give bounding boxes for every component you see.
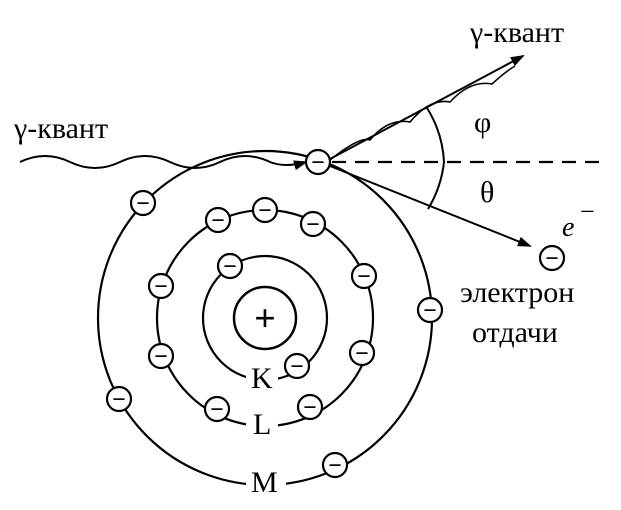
electron-m-sign: − xyxy=(112,387,126,413)
electron-m xyxy=(129,189,157,217)
electron-l xyxy=(350,262,378,290)
incoming-photon-wave xyxy=(19,155,308,171)
theta-label: θ xyxy=(480,176,494,209)
electron-recoil-sign: − xyxy=(545,246,559,272)
electron-l-sign: − xyxy=(306,212,320,238)
electron-l-sign: − xyxy=(210,397,224,423)
electron-l xyxy=(348,339,376,367)
electron-m-sign: − xyxy=(328,453,342,479)
electron-l-sign: − xyxy=(154,344,168,370)
electron-l-sign: − xyxy=(154,274,168,300)
scattered-photon-label: γ-квант xyxy=(469,16,564,49)
shell-l-label: L xyxy=(253,408,271,441)
shell-m-label: M xyxy=(251,466,278,499)
electron-recoil xyxy=(538,244,566,272)
electron-group: − − − − − − − − − − − − − − − − − xyxy=(105,148,566,479)
recoil-label-line2: отдачи xyxy=(472,316,558,349)
electron-l xyxy=(296,393,324,421)
theta-angle-arc xyxy=(427,161,445,210)
shell-k-label: K xyxy=(251,362,273,395)
electron-m xyxy=(416,296,444,324)
recoil-label-line1: электрон xyxy=(460,276,574,309)
electron-k xyxy=(216,252,244,280)
electron-m xyxy=(321,451,349,479)
electron-l-sign: − xyxy=(357,264,371,290)
electron-k-sign: − xyxy=(290,354,304,380)
electron-l-sign: − xyxy=(355,341,369,367)
electron-incident-sign: − xyxy=(311,150,325,176)
scattered-photon-wave xyxy=(329,65,516,161)
electron-l-sign: − xyxy=(211,208,225,234)
electron-m xyxy=(105,385,133,413)
electron-l-sign: − xyxy=(258,198,272,224)
electron-l xyxy=(147,342,175,370)
recoil-electron-charge: − xyxy=(580,197,595,226)
recoil-electron-symbol: e xyxy=(562,212,574,243)
electron-incident xyxy=(304,148,332,176)
phi-label: φ xyxy=(474,106,491,139)
electron-k xyxy=(283,352,311,380)
electron-m-sign: − xyxy=(423,298,437,324)
electron-l-sign: − xyxy=(303,395,317,421)
electron-l xyxy=(204,206,232,234)
electron-l xyxy=(299,210,327,238)
electron-l xyxy=(147,272,175,300)
electron-m-sign: − xyxy=(136,191,150,217)
incoming-photon-label: γ-квант xyxy=(13,112,108,145)
electron-l xyxy=(203,395,231,423)
phi-angle-arc xyxy=(426,107,445,163)
nucleus-sign: + xyxy=(254,298,276,340)
electron-l xyxy=(251,196,279,224)
electron-k-sign: − xyxy=(223,254,237,280)
nucleus xyxy=(232,285,298,351)
